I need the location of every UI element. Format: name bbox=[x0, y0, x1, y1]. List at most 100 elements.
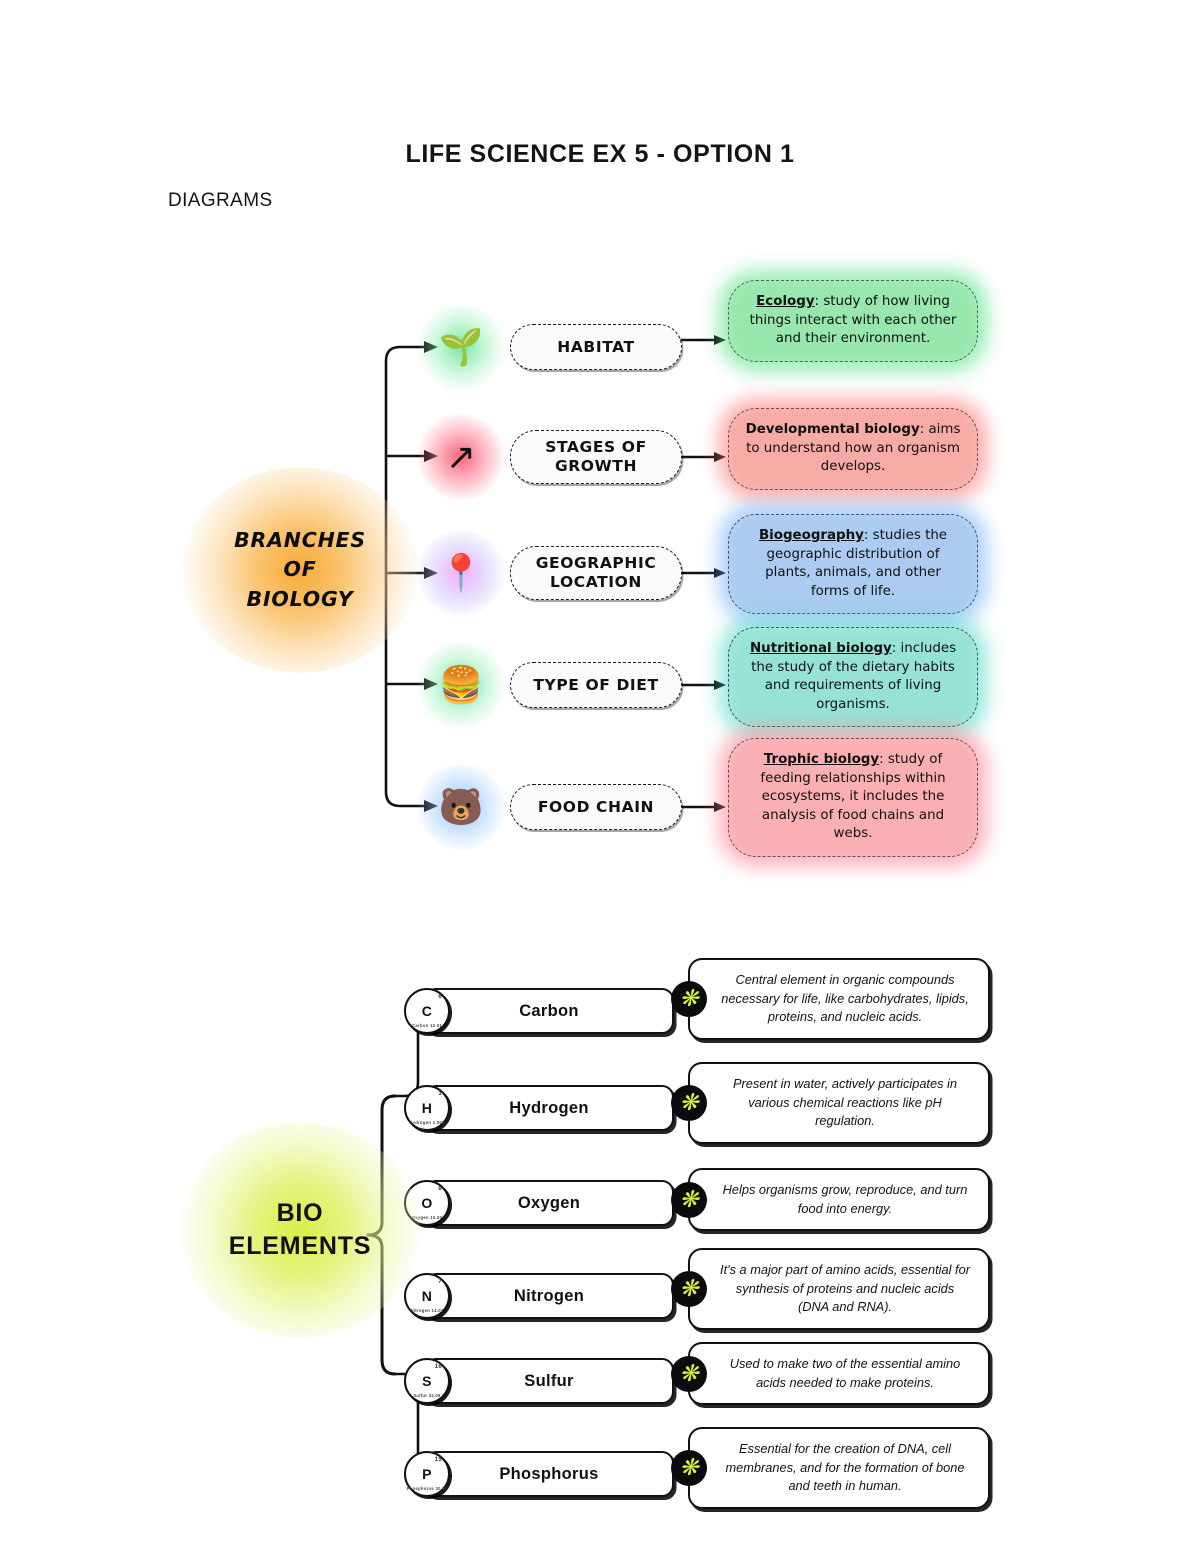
root-label-line: ELEMENTS bbox=[228, 1232, 372, 1260]
element-desc-text: Helps organisms grow, reproduce, and tur… bbox=[722, 1182, 968, 1216]
element-desc-phosphorus: ❋ Essential for the creation of DNA, cel… bbox=[671, 1427, 990, 1509]
section-label: DIAGRAMS bbox=[168, 190, 273, 211]
starburst-glyph: ❋ bbox=[679, 985, 699, 1012]
element-desc-nitrogen: ❋ It's a major part of amino acids, esse… bbox=[671, 1248, 990, 1330]
atomic-number: 15 bbox=[434, 1457, 442, 1463]
desc-card-developmental-biology: Developmental biology: aims to understan… bbox=[718, 398, 988, 500]
element-caption: Sulfur 32.06 bbox=[413, 1392, 441, 1398]
desc-text: : study of feeding relationships within … bbox=[760, 752, 946, 841]
desc-text: : aims to understand how an organism dev… bbox=[746, 422, 961, 474]
element-desc-text: Central element in organic compounds nec… bbox=[721, 972, 969, 1025]
element-row: 16 S Sulfur 32.06 Sulfur bbox=[404, 1355, 674, 1407]
desc-card-biogeography: Biogeography: studies the geographic dis… bbox=[718, 504, 988, 624]
element-pill-carbon[interactable]: 6 C Carbon 12.01 Carbon bbox=[404, 988, 674, 1034]
element-row: 6 C Carbon 12.01 Carbon bbox=[404, 985, 674, 1037]
growth-arrow-icon: ↗ bbox=[418, 414, 504, 500]
pill-type-of-diet[interactable]: TYPE OF DIET bbox=[510, 662, 682, 708]
element-caption: Nitrogen 14.01 bbox=[410, 1307, 444, 1313]
element-symbol: N bbox=[421, 1288, 433, 1304]
card-glow bbox=[718, 617, 988, 737]
root-label-line: BIOLOGY bbox=[246, 586, 354, 611]
element-pill-nitrogen[interactable]: 7 N Nitrogen 14.01 Nitrogen bbox=[404, 1273, 674, 1319]
branch-row: ↗ STAGES OF GROWTH bbox=[418, 409, 682, 505]
element-symbol: C bbox=[421, 1003, 433, 1019]
atomic-number: 8 bbox=[438, 1186, 442, 1192]
root-glow-orange bbox=[182, 467, 418, 673]
pill-stages-of-growth[interactable]: STAGES OF GROWTH bbox=[510, 430, 682, 484]
pill-food-chain[interactable]: FOOD CHAIN bbox=[510, 784, 682, 830]
element-desc-carbon: ❋ Central element in organic compounds n… bbox=[671, 958, 990, 1040]
root-glow-lime bbox=[180, 1122, 420, 1338]
element-symbol: H bbox=[421, 1100, 433, 1116]
starburst-glyph: ❋ bbox=[679, 1360, 699, 1387]
element-desc-text: Used to make two of the essential amino … bbox=[729, 1356, 961, 1390]
element-row: 8 O Oxygen 16.00 Oxygen bbox=[404, 1177, 674, 1229]
pill-habitat[interactable]: HABITAT bbox=[510, 324, 682, 370]
element-pill-hydrogen[interactable]: 1 H Hydrogen 1.008 Hydrogen bbox=[404, 1085, 674, 1131]
desc-term: Biogeography bbox=[758, 528, 864, 543]
desc-term: Ecology bbox=[756, 294, 815, 309]
element-caption: Phosphorus 30.97 bbox=[406, 1485, 448, 1491]
desc-card-nutritional-biology: Nutritional biology: includes the study … bbox=[718, 617, 988, 737]
desc-term: Nutritional biology bbox=[749, 641, 892, 656]
desc-term: Trophic biology bbox=[763, 752, 880, 767]
root-label-line: BRANCHES bbox=[234, 528, 366, 553]
branch-row: 🍔 TYPE OF DIET bbox=[418, 637, 682, 733]
element-pill-phosphorus[interactable]: 15 P Phosphorus 30.97 Phosphorus bbox=[404, 1451, 674, 1497]
branch-row: 🐻 FOOD CHAIN bbox=[418, 759, 682, 855]
icon-glyph: 📍 bbox=[438, 552, 484, 593]
starburst-glyph: ❋ bbox=[679, 1089, 699, 1116]
icon-glyph: 🌱 bbox=[438, 326, 484, 367]
element-pill-oxygen[interactable]: 8 O Oxygen 16.00 Oxygen bbox=[404, 1180, 674, 1226]
element-symbol: P bbox=[422, 1466, 432, 1482]
branches-of-biology-diagram: BRANCHES OF BIOLOGY 🌱 HABITAT Ecology: s… bbox=[0, 250, 1200, 900]
habitat-earth-plant-icon: 🌱 bbox=[418, 304, 504, 390]
element-symbol: O bbox=[421, 1195, 433, 1211]
element-badge-sulfur: 16 S Sulfur 32.06 bbox=[404, 1358, 450, 1404]
map-pin-location-icon: 📍 bbox=[418, 530, 504, 616]
page-title: LIFE SCIENCE EX 5 - OPTION 1 bbox=[405, 140, 795, 168]
element-row: 1 H Hydrogen 1.008 Hydrogen bbox=[404, 1082, 674, 1134]
element-caption: Oxygen 16.00 bbox=[411, 1214, 443, 1220]
atomic-number: 6 bbox=[438, 994, 442, 1000]
food-chain-animals-icon: 🐻 bbox=[418, 764, 504, 850]
element-name: Phosphorus bbox=[499, 1464, 599, 1483]
starburst-icon: ❋ bbox=[671, 1449, 707, 1486]
bio-elements-diagram: BIO ELEMENTS 6 C Carbon 12.01 Carbon ❋ C… bbox=[0, 930, 1200, 1530]
element-badge-nitrogen: 7 N Nitrogen 14.01 bbox=[404, 1273, 450, 1319]
starburst-icon: ❋ bbox=[671, 1181, 707, 1218]
card-glow bbox=[718, 504, 988, 624]
element-desc-text: It's a major part of amino acids, essent… bbox=[720, 1262, 970, 1315]
desc-text: : includes the study of the dietary habi… bbox=[751, 641, 957, 712]
starburst-glyph: ❋ bbox=[679, 1454, 699, 1481]
desc-card-ecology: Ecology: study of how living things inte… bbox=[718, 270, 988, 372]
icon-glyph: ↗ bbox=[445, 436, 477, 477]
desc-text: : study of how living things interact wi… bbox=[749, 294, 957, 346]
element-name: Oxygen bbox=[517, 1193, 581, 1212]
element-badge-carbon: 6 C Carbon 12.01 bbox=[404, 988, 450, 1034]
starburst-icon: ❋ bbox=[671, 1355, 707, 1392]
element-caption: Carbon 12.01 bbox=[412, 1022, 442, 1028]
root-label-line: BIO bbox=[276, 1199, 324, 1227]
branch-row: 📍 GEOGRAPHIC LOCATION bbox=[418, 525, 682, 621]
icon-glyph: 🐻 bbox=[438, 786, 484, 827]
food-pyramid-icon: 🍔 bbox=[418, 642, 504, 728]
atomic-number: 16 bbox=[434, 1364, 442, 1370]
element-desc-oxygen: ❋ Helps organisms grow, reproduce, and t… bbox=[671, 1168, 990, 1232]
arrow-head bbox=[714, 680, 726, 690]
pill-geographic-location[interactable]: GEOGRAPHIC LOCATION bbox=[510, 546, 682, 600]
element-pill-sulfur[interactable]: 16 S Sulfur 32.06 Sulfur bbox=[404, 1358, 674, 1404]
desc-text: : studies the geographic distribution of… bbox=[765, 528, 948, 599]
element-badge-phosphorus: 15 P Phosphorus 30.97 bbox=[404, 1451, 450, 1497]
root-node-branches-of-biology: BRANCHES OF BIOLOGY bbox=[182, 467, 418, 673]
icon-glyph: 🍔 bbox=[438, 664, 484, 705]
element-name: Hydrogen bbox=[509, 1098, 589, 1117]
desc-term: Developmental biology bbox=[745, 422, 920, 437]
starburst-icon: ❋ bbox=[671, 1270, 707, 1307]
branch-row: 🌱 HABITAT bbox=[418, 299, 682, 395]
atomic-number: 7 bbox=[438, 1279, 442, 1285]
element-row: 15 P Phosphorus 30.97 Phosphorus bbox=[404, 1448, 674, 1500]
element-symbol: S bbox=[422, 1373, 432, 1389]
element-caption: Hydrogen 1.008 bbox=[409, 1119, 445, 1125]
element-name: Nitrogen bbox=[513, 1286, 585, 1305]
